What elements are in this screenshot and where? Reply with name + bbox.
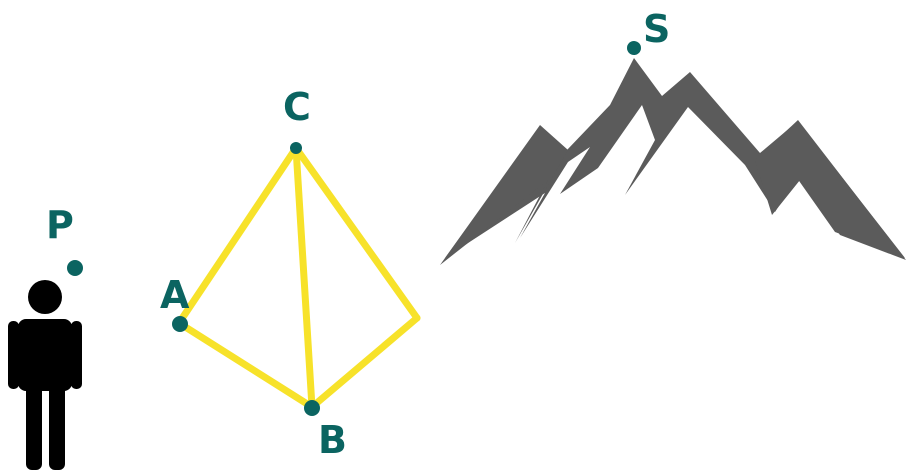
point-labels: P A C B S [46, 7, 670, 462]
mountain-right-shoulder [755, 120, 906, 260]
edge-C-D [292, 144, 421, 322]
person-head [28, 280, 62, 314]
points [67, 41, 641, 416]
point-C [290, 142, 302, 154]
tetrahedron-edges [175, 144, 421, 411]
person-torso [18, 319, 72, 391]
point-S [627, 41, 641, 55]
edge-A-B [175, 319, 316, 411]
person-right-leg [49, 385, 65, 470]
person-right-arm [71, 321, 82, 389]
point-B [304, 400, 320, 416]
point-A [172, 316, 188, 332]
person-left-leg [26, 385, 42, 470]
label-P: P [46, 203, 74, 247]
edge-A-C [175, 144, 300, 327]
mountain-icon [440, 58, 906, 265]
mountain-left-shoulder [440, 125, 568, 265]
person-icon [8, 280, 82, 470]
label-S: S [643, 7, 670, 51]
label-A: A [160, 273, 190, 317]
label-B: B [318, 418, 347, 462]
edge-C-B [292, 144, 316, 411]
point-P [67, 260, 83, 276]
label-C: C [283, 85, 311, 129]
edge-B-D [308, 314, 421, 411]
person-left-arm [8, 321, 19, 389]
